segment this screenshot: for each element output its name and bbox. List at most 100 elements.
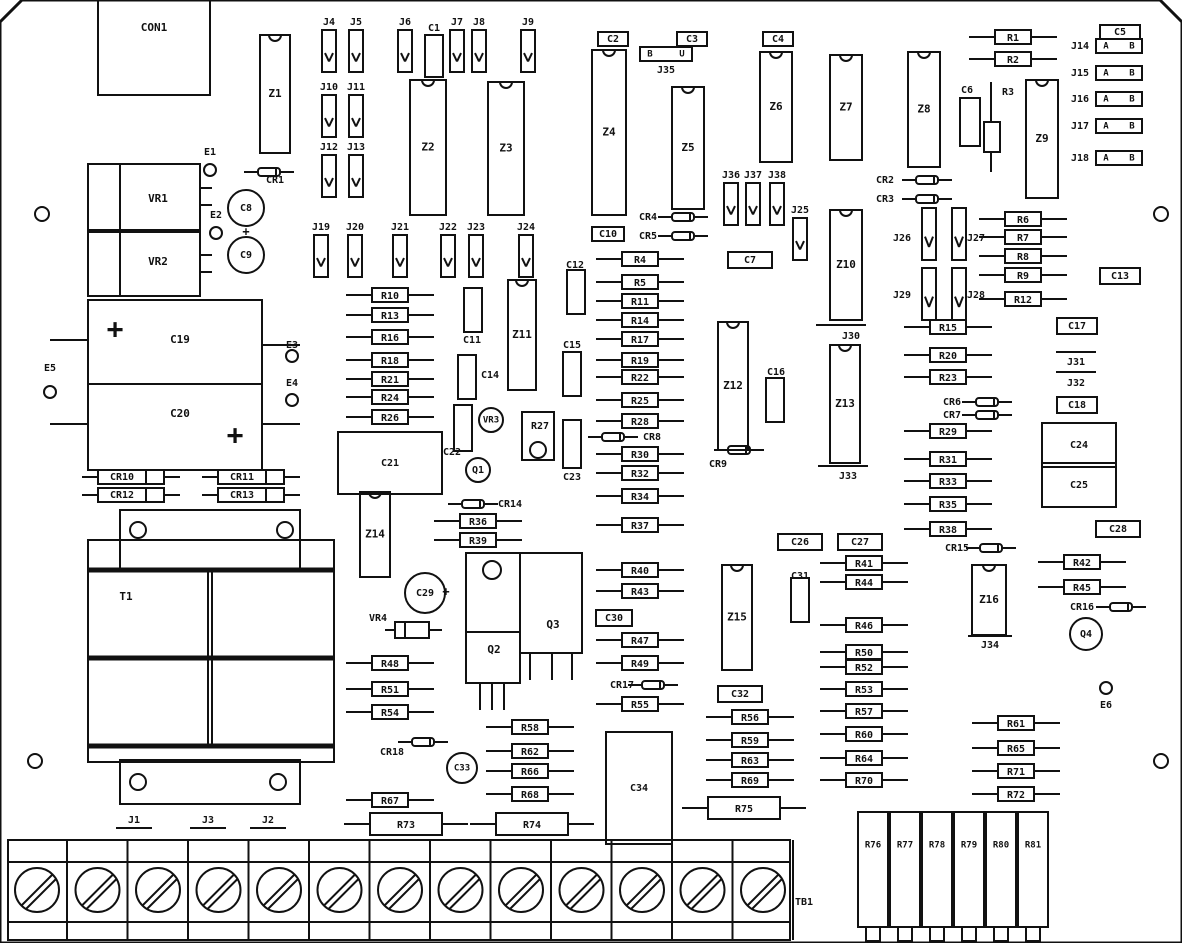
resistor-label-r10: R10	[381, 291, 399, 302]
jumper-label-j20: J20	[346, 222, 364, 233]
resistor-r67	[371, 792, 409, 808]
resistor-r32	[621, 465, 659, 481]
jumper-label-j19: J19	[312, 222, 330, 233]
resistor-label-r33: R33	[939, 477, 957, 488]
ic-label-z9: Z9	[1035, 132, 1048, 145]
mounting-hole	[1153, 753, 1169, 769]
resistor-r47	[621, 632, 659, 648]
resistor-r11	[621, 293, 659, 309]
resistor-r40	[621, 562, 659, 578]
capacitor-label-c24: C24	[1070, 440, 1088, 451]
terminal-screw	[498, 867, 544, 913]
lead-line	[525, 257, 531, 267]
diode-label-cr4: CR4	[639, 212, 657, 223]
regulator-vr3	[478, 407, 504, 433]
jumper-label-j34: J34	[981, 640, 999, 651]
capacitor-c7	[727, 251, 773, 269]
resistor-r45	[1063, 579, 1101, 595]
lead-line	[523, 52, 529, 62]
ic-z8	[907, 51, 941, 168]
lead-line	[924, 236, 930, 248]
resistor-r34	[621, 488, 659, 504]
jumper-j23	[468, 234, 484, 278]
transformer-hole	[269, 773, 287, 791]
jumper-label-j12: J12	[320, 142, 338, 153]
jumper-j19	[313, 234, 329, 278]
jumper-label-j18: J18	[1071, 153, 1089, 164]
ic-z5	[671, 86, 705, 210]
ic-label-z7: Z7	[839, 101, 852, 114]
ic-label-z5: Z5	[681, 141, 694, 154]
jumper-j8	[471, 29, 487, 73]
power-resistor-pin	[993, 926, 1009, 942]
lead-line	[958, 236, 964, 248]
q2-tab-hole	[482, 560, 502, 580]
lead-line	[521, 257, 527, 267]
resistor-r56	[731, 709, 769, 725]
power-resistor-label-r78: R78	[929, 841, 945, 851]
transistor-q3	[519, 552, 583, 654]
transformer-t1	[87, 539, 335, 763]
jumper-label-j14: J14	[1071, 41, 1089, 52]
resistor-r35	[929, 496, 967, 512]
connector-con1	[97, 0, 211, 96]
capacitor-label-c29: C29	[416, 588, 434, 599]
resistor-label-r1: R1	[1007, 33, 1019, 44]
terminal-screw	[195, 867, 242, 913]
regulator-vr4	[394, 621, 430, 639]
capacitor-label-c1: C1	[428, 23, 440, 34]
ic-notch	[982, 564, 996, 572]
ic-z14	[359, 491, 391, 578]
capacitor-c8	[227, 189, 265, 227]
resistor-r59	[731, 732, 769, 748]
resistor-r55	[621, 696, 659, 712]
ic-label-z16: Z16	[979, 593, 999, 606]
terminal-screw	[135, 867, 181, 913]
terminal-screw	[377, 867, 423, 913]
resistor-label-r11: R11	[631, 297, 649, 308]
jumper-j24	[518, 234, 534, 278]
jumper-label-j8: J8	[473, 17, 485, 28]
capacitor-c13	[1099, 267, 1141, 285]
diode-label-cr16: CR16	[1070, 602, 1094, 613]
ic-notch	[268, 34, 282, 42]
resistor-r44	[845, 574, 883, 590]
jumper-j35	[639, 46, 693, 62]
transistor-label-q1: Q1	[472, 465, 484, 476]
resistor-label-r64: R64	[855, 754, 873, 765]
lead-line	[924, 296, 930, 308]
resistor-label-r49: R49	[631, 659, 649, 670]
screw-slot	[626, 874, 658, 906]
resistor-label-r41: R41	[855, 559, 873, 570]
resistor-label-r43: R43	[631, 587, 649, 598]
capacitor-label-c22: C22	[443, 447, 461, 458]
jumper-j27	[951, 207, 967, 261]
test-point-e4	[285, 393, 299, 407]
jumper-label-j5: J5	[350, 17, 362, 28]
resistor-r33	[929, 473, 967, 489]
screw-slot	[21, 874, 53, 906]
screw-slot	[25, 878, 57, 910]
power-resistor-label-r80: R80	[993, 841, 1009, 851]
lead-line	[795, 240, 801, 250]
jumper-pin-a: A	[1103, 154, 1109, 164]
capacitor-label-c34: C34	[630, 783, 648, 794]
jumper-j7	[449, 29, 465, 73]
capacitor-label-c12: C12	[566, 260, 584, 271]
jumper-label-j23: J23	[467, 222, 485, 233]
jumper-pin-a: A	[1103, 42, 1109, 52]
resistor-r18	[371, 352, 409, 368]
resistor-label-r66: R66	[521, 767, 539, 778]
jumper-label-j22: J22	[439, 222, 457, 233]
header-label: J3	[202, 815, 214, 826]
lead-line	[328, 52, 334, 62]
resistor-label-r63: R63	[741, 756, 759, 767]
screw-slot	[327, 878, 360, 910]
lead-line	[456, 52, 462, 62]
jumper-j11	[348, 94, 364, 138]
screw-slot	[448, 878, 481, 910]
power-resistor-pin	[865, 926, 881, 942]
jumper-label-j26: J26	[893, 233, 911, 244]
test-point-label-e2: E2	[210, 210, 222, 221]
